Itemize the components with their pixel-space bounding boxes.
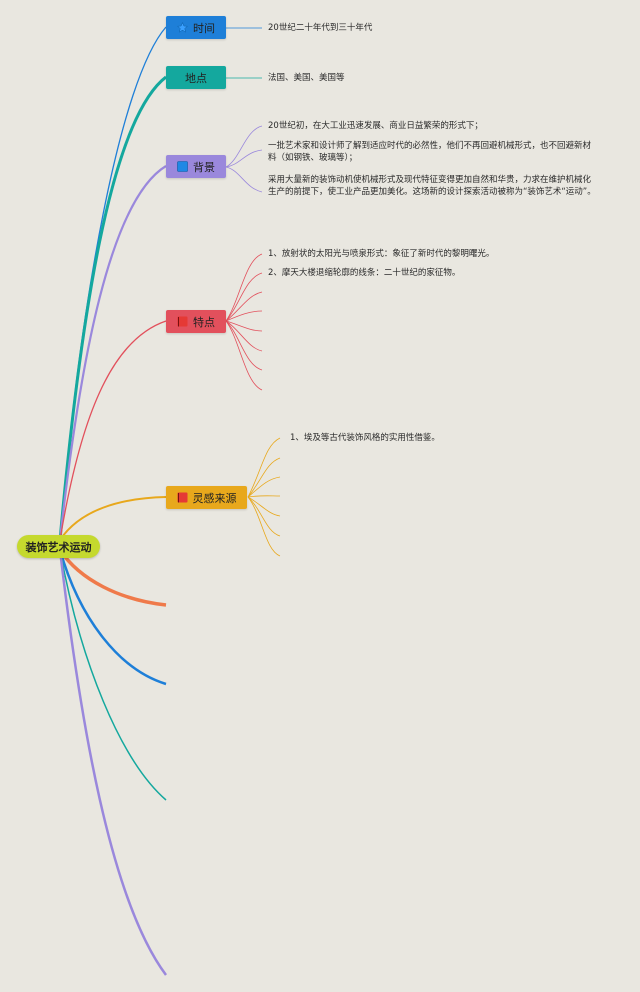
branch-extra-2	[58, 549, 167, 686]
topic-features-label: 特点	[193, 315, 215, 329]
features-detail-1: 1、放射状的太阳光与喷泉形式：象征了新时代的黎明曙光。	[268, 249, 495, 259]
background-detail-1: 20世纪初，在大工业迅速发展、商业日益繁荣的形式下；	[268, 121, 483, 131]
features-detail-2: 2、摩天大楼退缩轮廓的线条：二十世纪的家征物。	[268, 268, 461, 278]
leaf-connectors-features	[225, 253, 263, 391]
branch-extra-4	[58, 549, 168, 976]
inspiration-detail-1: 1、埃及等古代装饰风格的实用性借鉴。	[290, 433, 440, 443]
branch-place	[58, 75, 167, 541]
leaf-connectors-background	[225, 125, 263, 193]
topic-background[interactable]: 背景	[166, 155, 226, 178]
red-flag-icon	[177, 492, 188, 503]
background-detail-3: 采用大量新的装饰动机使机械形式及现代特征变得更加自然和华贵，力求在维护机械化生产…	[268, 175, 596, 197]
star-icon	[177, 22, 188, 33]
place-detail: 法国、美国、美国等	[268, 73, 345, 83]
topic-time[interactable]: 时间	[166, 16, 226, 39]
topic-time-label: 时间	[193, 21, 215, 35]
root-label: 装饰艺术运动	[25, 540, 92, 554]
branch-inspiration	[59, 496, 167, 541]
topic-place[interactable]: 地点	[166, 66, 226, 89]
topic-inspiration-label: 灵感来源	[192, 491, 237, 505]
branch-extra-3	[59, 549, 167, 801]
topic-inspiration[interactable]: 灵感来源	[166, 486, 247, 509]
topic-place-label: 地点	[185, 71, 207, 85]
topic-background-label: 背景	[193, 160, 215, 174]
root-node[interactable]: 装饰艺术运动	[17, 535, 100, 558]
leaf-connectors-inspiration	[247, 437, 281, 557]
blue-square-icon	[177, 161, 188, 172]
branch-features	[59, 320, 167, 541]
red-flag-icon	[177, 316, 188, 327]
time-detail: 20世纪二十年代到三十年代	[268, 23, 373, 33]
topic-features[interactable]: 特点	[166, 310, 226, 333]
branch-extra-1	[58, 549, 167, 607]
branch-background	[58, 165, 167, 541]
background-detail-2: 一批艺术家和设计师了解到适应时代的必然性，他们不再回避机械形式，也不回避新材料（…	[268, 141, 592, 163]
